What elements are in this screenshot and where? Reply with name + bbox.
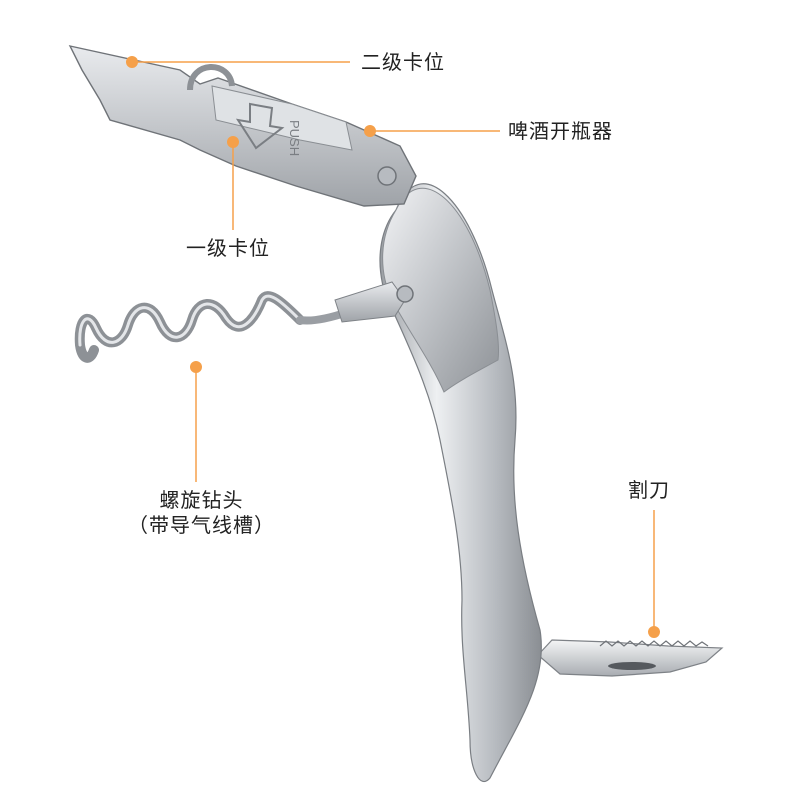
callout-label-beer-opener: 啤酒开瓶器	[508, 119, 613, 143]
callout-label-corkscrew-line2: （带导气线槽）	[128, 513, 275, 537]
foil-knife-blade	[537, 639, 724, 677]
callout-label-first-notch: 一级卡位	[186, 236, 270, 260]
callout-dot-corkscrew	[190, 361, 202, 373]
callout-dot-first-notch	[227, 136, 239, 148]
push-arrow-icon	[235, 102, 285, 150]
callout-label-second-notch: 二级卡位	[361, 50, 445, 74]
corkscrew-pivot-rivet	[396, 285, 414, 303]
push-engraving: PUSH	[287, 120, 302, 156]
lever-top-face	[211, 85, 353, 151]
foil-knife-serration	[599, 640, 709, 647]
corkscrew-highlight	[78, 294, 302, 347]
callout-label-knife: 割刀	[628, 478, 670, 502]
callout-label-corkscrew-line1: 螺旋钻头	[159, 488, 244, 512]
callout-dot-knife	[648, 626, 660, 638]
corkscrew-hinge-bracket	[334, 281, 406, 323]
callout-label-corkscrew: 螺旋钻头 （带导气线槽）	[128, 488, 275, 538]
foil-knife-slot	[608, 662, 656, 670]
callout-dot-second-notch	[126, 56, 138, 68]
lever-ring	[187, 64, 235, 91]
lever-pivot-rivet	[377, 166, 397, 186]
callout-dot-beer-opener	[364, 125, 376, 137]
